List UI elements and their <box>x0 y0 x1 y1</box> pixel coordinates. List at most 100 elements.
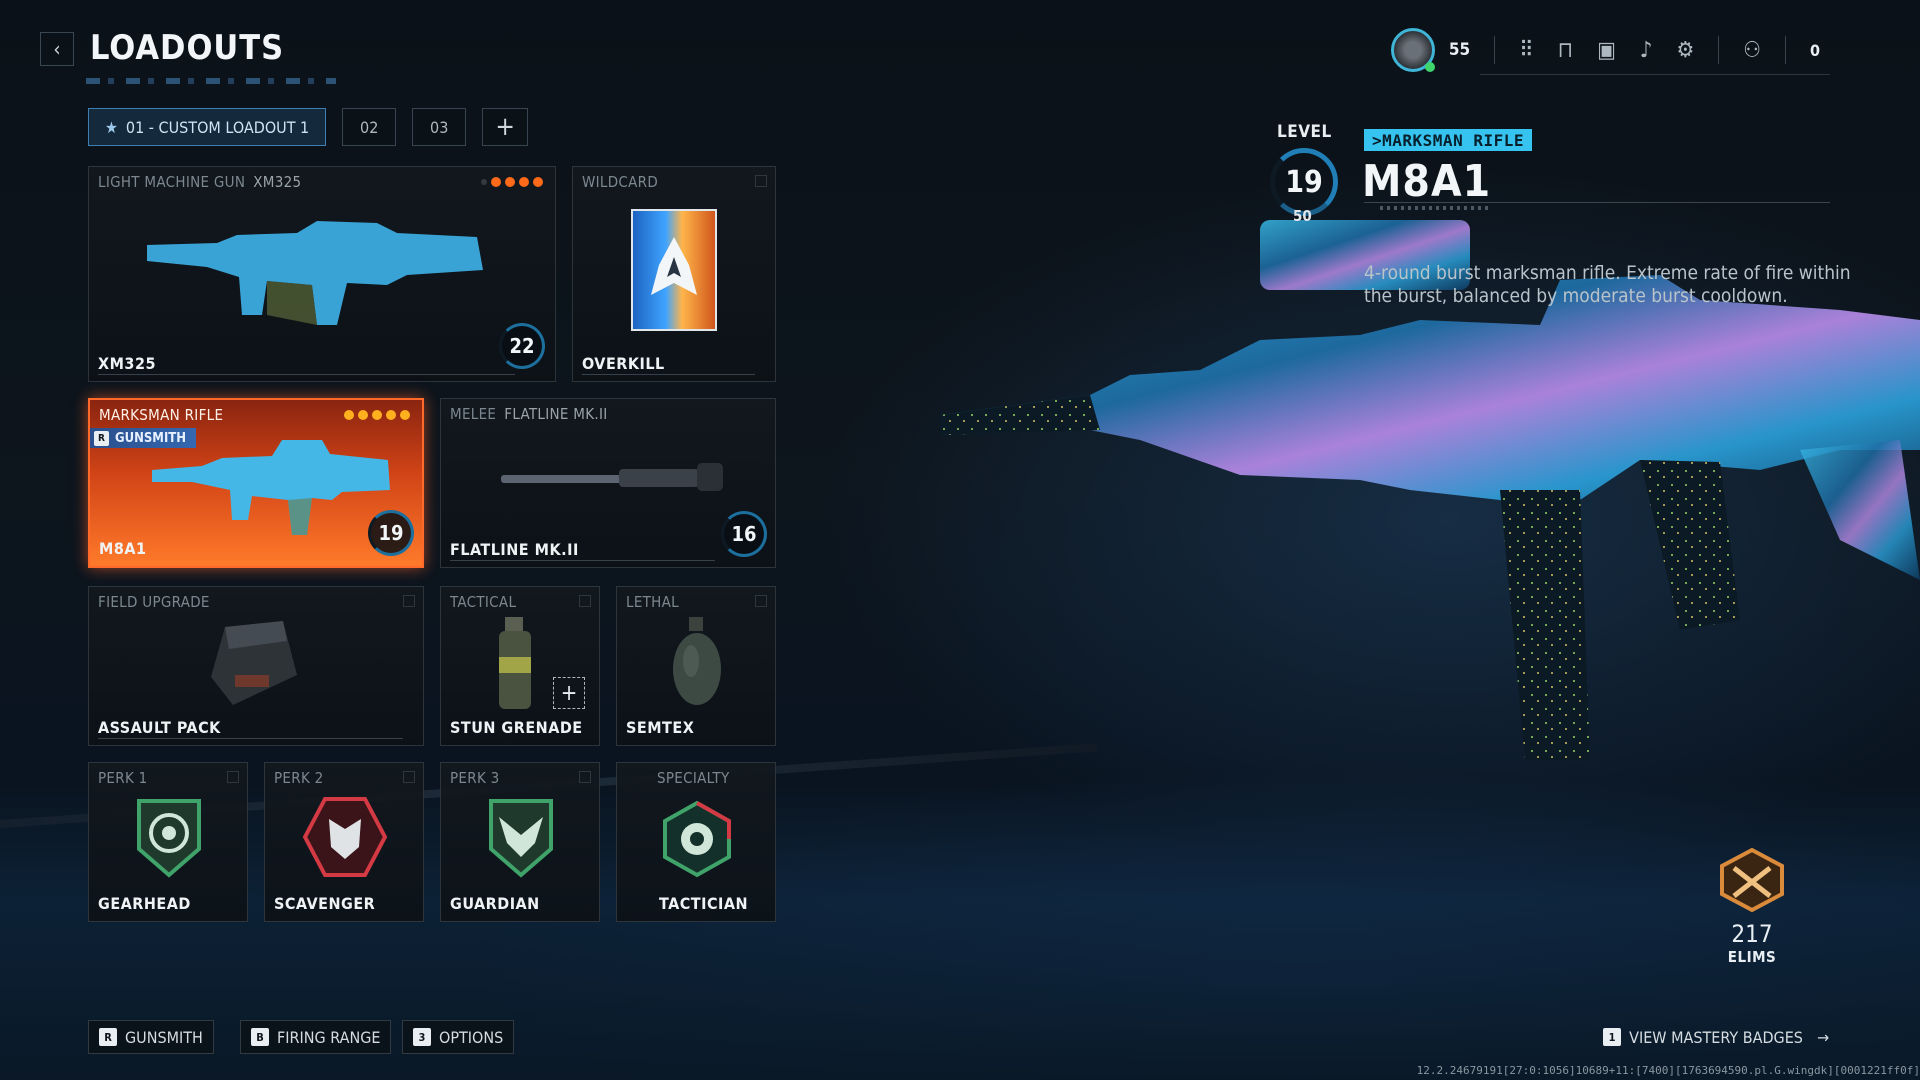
slot-category: MARKSMAN RIFLE <box>99 406 224 424</box>
attachment-dots <box>481 177 543 187</box>
elims-label: ELIMS <box>1727 948 1777 966</box>
slot-category: SPECIALTY <box>657 769 730 787</box>
slot-name: M8A1 <box>99 539 147 558</box>
player-level: 55 <box>1448 40 1471 60</box>
gearhead-perk-icon <box>137 799 201 878</box>
overkill-emblem-icon <box>651 237 697 295</box>
arrow-right-icon: → <box>1816 1027 1829 1047</box>
mastery-badge-icon <box>1720 847 1784 913</box>
slot-category: WILDCARD <box>582 173 659 191</box>
currency-count: 0 <box>1809 40 1820 60</box>
key-3-icon: 3 <box>413 1028 431 1046</box>
elims-count: 217 <box>1731 920 1773 948</box>
slot-corner-icon <box>227 771 239 783</box>
attachment-dots <box>344 410 410 420</box>
slot-corner-icon <box>755 175 767 187</box>
slot-subname: XM325 <box>253 173 302 191</box>
field-upgrade-slot[interactable]: FIELD UPGRADE ASSAULT PACK <box>88 586 424 746</box>
player-level-indicator[interactable]: 55 <box>1390 28 1471 72</box>
slot-category: LETHAL <box>626 593 679 611</box>
guardian-perk-icon <box>489 799 553 878</box>
slot-category: PERK 3 <box>450 769 500 787</box>
scavenger-perk-icon <box>302 797 388 877</box>
xm325-weapon-image <box>147 221 483 325</box>
weapon-level-max: 50 <box>1293 207 1312 225</box>
player-emblem-icon <box>1390 28 1435 72</box>
weapon-name: M8A1 <box>1362 156 1492 207</box>
slot-corner-icon <box>579 771 591 783</box>
title-decoration <box>86 78 336 84</box>
overkill-card-image <box>631 209 717 331</box>
slot-category: MELEE <box>450 405 497 423</box>
unlock-icon[interactable]: ⊓ <box>1557 37 1574 63</box>
slot-name: ASSAULT PACK <box>98 718 221 737</box>
weapon-level-ring: 22 <box>499 323 545 369</box>
slot-corner-icon <box>403 595 415 607</box>
slot-name: XM325 <box>98 354 156 373</box>
tactician-specialty-icon <box>663 800 731 878</box>
tab-loadout-3[interactable]: 03 <box>412 108 467 146</box>
key-1-icon: 1 <box>1603 1028 1622 1046</box>
key-r-icon: R <box>94 430 109 446</box>
stun-grenade-image <box>499 617 531 709</box>
add-tactical-button[interactable]: + <box>553 677 585 709</box>
slot-category: PERK 1 <box>98 769 148 787</box>
perk-1-slot[interactable]: PERK 1 GEARHEAD <box>88 762 248 922</box>
weapon-level-ring: 19 <box>368 510 414 556</box>
key-r-icon: R <box>99 1028 117 1046</box>
back-button[interactable]: ‹ <box>40 32 74 66</box>
mastery-elims: 217 ELIMS <box>1716 847 1788 966</box>
top-bar: 55 ⠿ ⊓ ▣ ♪ ⚙ ⚇ 0 <box>1390 28 1820 72</box>
slot-corner-icon <box>579 595 591 607</box>
bell-icon[interactable]: ♪ <box>1639 37 1653 63</box>
slot-name: SEMTEX <box>626 718 695 737</box>
page-title: LOADOUTS <box>90 28 285 68</box>
slot-corner-icon <box>755 595 767 607</box>
semtex-image <box>673 617 721 705</box>
loadout-tabs: ★01 - CUSTOM LOADOUT 1 02 03 + <box>88 108 529 146</box>
slot-category: FIELD UPGRADE <box>98 593 210 611</box>
gear-icon[interactable]: ⚙ <box>1676 37 1695 63</box>
slot-subname: FLATLINE MK.II <box>504 405 608 423</box>
tab-loadout-1[interactable]: ★01 - CUSTOM LOADOUT 1 <box>88 108 327 146</box>
star-icon: ★ <box>105 117 118 137</box>
perk-3-slot[interactable]: PERK 3 GUARDIAN <box>440 762 600 922</box>
slot-name: GEARHEAD <box>98 894 191 913</box>
online-status-icon <box>1424 62 1435 72</box>
tactical-slot[interactable]: TACTICAL + STUN GRENADE <box>440 586 600 746</box>
store-icon[interactable]: ▣ <box>1597 37 1616 63</box>
weapon-class-badge: >MARKSMAN RIFLE <box>1364 129 1532 151</box>
perk-2-slot[interactable]: PERK 2 SCAVENGER <box>264 762 424 922</box>
m8a1-weapon-image <box>152 440 390 535</box>
slot-category: PERK 2 <box>274 769 324 787</box>
slot-name: STUN GRENADE <box>450 718 583 737</box>
build-version: 12.2.24679191[27:0:1056]10689+11:[7400][… <box>1416 1064 1920 1077</box>
slot-name: FLATLINE MK.II <box>450 540 579 559</box>
weapon-description: 4-round burst marksman rifle. Extreme ra… <box>1364 262 1851 307</box>
slot-name: SCAVENGER <box>274 894 376 913</box>
key-b-icon: B <box>251 1028 269 1046</box>
lethal-slot[interactable]: LETHAL SEMTEX <box>616 586 776 746</box>
weapon-level-label: LEVEL <box>1277 122 1332 142</box>
weapon-level-ring: 19 <box>1270 148 1338 216</box>
slot-name: GUARDIAN <box>450 894 540 913</box>
slot-category: TACTICAL <box>450 593 517 611</box>
add-loadout-button[interactable]: + <box>482 108 529 146</box>
slot-corner-icon <box>403 771 415 783</box>
grid-menu-icon[interactable]: ⠿ <box>1519 37 1534 63</box>
slot-name: OVERKILL <box>582 354 665 373</box>
tab-loadout-2[interactable]: 02 <box>342 108 397 146</box>
wildcard-slot[interactable]: WILDCARD OVERKILL <box>572 166 776 382</box>
party-icon[interactable]: ⚇ <box>1743 37 1761 63</box>
slot-name: TACTICIAN <box>659 894 749 913</box>
chevron-left-icon: ‹ <box>53 37 61 61</box>
specialty-slot[interactable]: SPECIALTY TACTICIAN <box>616 762 776 922</box>
